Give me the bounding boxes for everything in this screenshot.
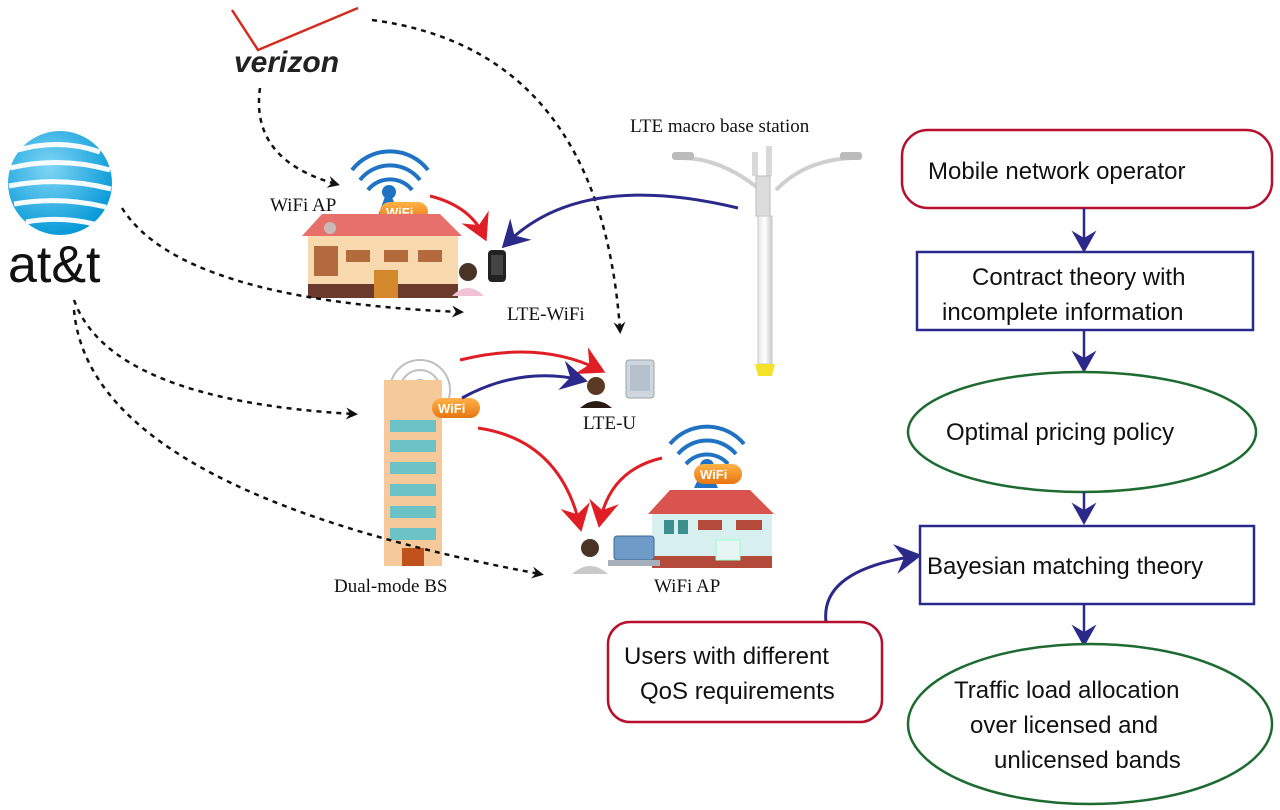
wifi-badge-bottom: WiFi <box>700 467 727 482</box>
verizon-wordmark: verizon <box>234 46 339 79</box>
dashed-arrows <box>72 18 626 579</box>
traffic-ellipse <box>906 642 1274 806</box>
traffic-text-2: over licensed and <box>970 712 1158 739</box>
dual-mode-label: Dual-mode BS <box>334 576 447 597</box>
mno-text: Mobile network operator <box>928 158 1185 185</box>
wifi-ap-bottom-label: WiFi AP <box>654 576 720 597</box>
user-phone-icon <box>452 250 506 296</box>
mno-box <box>900 128 1274 210</box>
wifi-house-icon: WiFi AP WiFi <box>270 149 462 298</box>
pricing-text: Optimal pricing policy <box>946 419 1174 446</box>
lte-macro-label: LTE macro base station <box>630 116 810 137</box>
verizon-logo: verizon <box>230 6 359 79</box>
lte-wifi-label: LTE-WiFi <box>507 304 585 325</box>
contract-text-2: incomplete information <box>942 299 1183 326</box>
user-tablet-icon <box>580 359 655 408</box>
att-logo: at&t <box>8 131 112 294</box>
contract-box <box>915 250 1255 332</box>
pricing-ellipse <box>906 370 1258 494</box>
att-wordmark: at&t <box>8 236 101 294</box>
lte-u-label: LTE-U <box>583 413 636 434</box>
contract-text-1: Contract theory with <box>972 264 1185 291</box>
flowchart: Mobile network operator Contract theory … <box>606 128 1274 806</box>
wifi-ap-top-label: WiFi AP <box>270 195 336 216</box>
wifi-badge-dual: WiFi <box>438 401 465 416</box>
users-box <box>606 620 884 724</box>
users-text-2: QoS requirements <box>640 678 835 705</box>
users-text-1: Users with different <box>624 643 829 670</box>
user-laptop-icon <box>572 535 660 574</box>
bayesian-box <box>918 524 1256 606</box>
att-globe-icon <box>8 131 112 235</box>
wifi-tower-building-icon: WiFi <box>648 424 774 568</box>
traffic-text-1: Traffic load allocation <box>954 677 1179 704</box>
traffic-text-3: unlicensed bands <box>994 747 1181 774</box>
bayesian-text: Bayesian matching theory <box>927 553 1203 580</box>
blue-arrows <box>461 193 922 623</box>
dual-mode-bs-icon: WiFi <box>384 359 480 566</box>
lte-tower-icon: LTE macro base station <box>630 116 862 376</box>
